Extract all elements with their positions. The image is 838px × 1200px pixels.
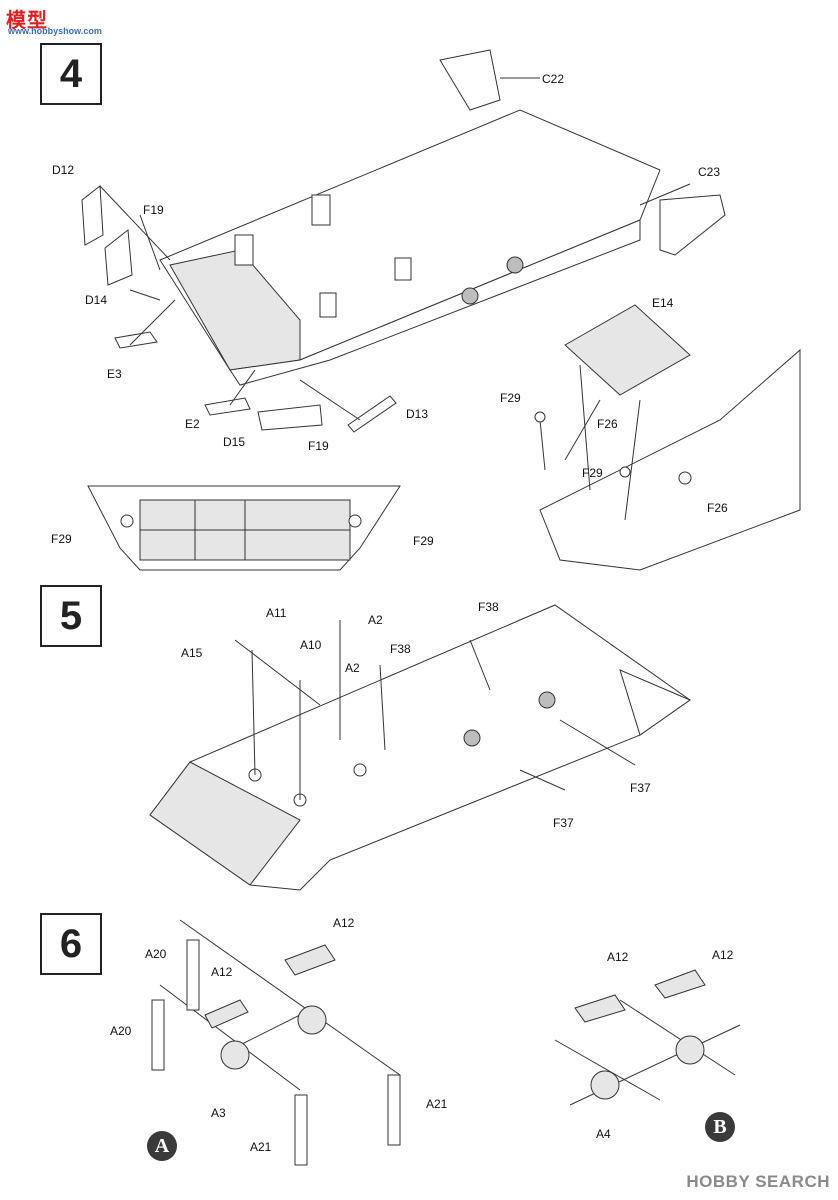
part-label: F38	[390, 642, 411, 656]
part-label: F19	[308, 439, 329, 453]
part-label: F26	[597, 417, 618, 431]
part-label: A12	[333, 916, 355, 930]
step4-hull-drawing	[81, 49, 726, 433]
part-label: A20	[145, 947, 167, 961]
subassembly-a-marker: A	[147, 1131, 177, 1161]
part-label: D13	[406, 407, 429, 421]
step5-hull-drawing	[149, 604, 692, 891]
step-number-4: 4	[40, 43, 102, 105]
part-label: A21	[426, 1097, 448, 1111]
part-label: A20	[110, 1024, 132, 1038]
part-label: C22	[542, 72, 565, 86]
part-label: E3	[107, 367, 122, 381]
part-label: A12	[211, 965, 233, 979]
part-label: A4	[596, 1127, 611, 1141]
part-label: D12	[52, 163, 75, 177]
part-label: F26	[707, 501, 728, 515]
part-label: F29	[500, 391, 521, 405]
part-label: D14	[85, 293, 108, 307]
step-number-6: 6	[40, 913, 102, 975]
watermark-bottom: HOBBY SEARCH	[686, 1172, 830, 1191]
watermark-top-url: www.hobbyshow.com	[8, 26, 102, 36]
part-label: A11	[266, 606, 287, 620]
part-label: A2	[368, 613, 383, 627]
step4-front-plate-drawing	[87, 485, 401, 571]
step6-axle-assembly-a	[151, 919, 401, 1166]
step4-detail-drawing	[534, 304, 801, 571]
part-label: F37	[630, 781, 651, 795]
step-number-5: 5	[40, 585, 102, 647]
part-label: A3	[211, 1106, 226, 1120]
part-label: D15	[223, 435, 246, 449]
part-label: F29	[51, 532, 72, 546]
part-label: E14	[652, 296, 674, 310]
part-label: A12	[712, 948, 734, 962]
part-label: A2	[345, 661, 360, 675]
step6-axle-assembly-b	[554, 969, 741, 1106]
part-label: F29	[413, 534, 434, 548]
part-label: E2	[185, 417, 200, 431]
part-label: A12	[607, 950, 629, 964]
part-label: F29	[582, 466, 603, 480]
part-label: C23	[698, 165, 721, 179]
part-label: F37	[553, 816, 574, 830]
part-label: F38	[478, 600, 499, 614]
subassembly-b-marker: B	[705, 1112, 735, 1142]
part-label: A10	[300, 638, 322, 652]
watermark-top: 模型	[6, 10, 48, 32]
part-label: F19	[143, 203, 164, 217]
part-label: A15	[181, 646, 203, 660]
part-label: A21	[250, 1140, 272, 1154]
